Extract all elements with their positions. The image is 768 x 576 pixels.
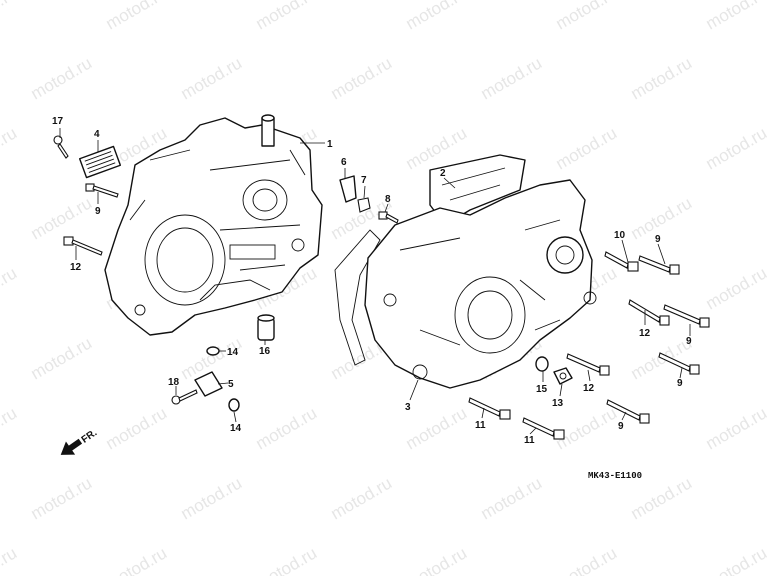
watermark-text: motod.ru [628, 53, 696, 103]
callout-4: 4 [94, 129, 100, 140]
left-crankcase [104, 114, 323, 336]
watermark-text: motod.ru [703, 543, 768, 576]
leader-lines [59, 128, 691, 435]
callout-8: 8 [385, 194, 391, 205]
callout-13: 13 [552, 398, 564, 409]
watermark-text: motod.ru [103, 0, 171, 33]
bolt-12-left [63, 236, 103, 256]
watermark-text: motod.ru [253, 543, 321, 576]
callout-12-right-2: 12 [583, 383, 595, 394]
callout-2: 2 [440, 168, 446, 179]
watermark-text: motod.ru [328, 473, 396, 523]
watermark-text: motod.ru [628, 193, 696, 243]
watermark-text: motod.ru [0, 263, 20, 313]
watermark-text: motod.ru [703, 403, 768, 453]
watermark-text: motod.ru [553, 403, 621, 453]
callout-7: 7 [361, 175, 367, 186]
front-label: FR. [80, 427, 100, 445]
plate-5 [194, 371, 223, 397]
drawing-code: MK43-E1100 [588, 471, 642, 481]
callout-16: 16 [259, 346, 271, 357]
bolt-8 [378, 211, 399, 224]
small-parts [53, 135, 710, 440]
callout-3: 3 [405, 402, 411, 413]
watermark-text: motod.ru [553, 0, 621, 33]
front-direction-indicator: FR. [60, 427, 100, 455]
callout-9-right-2: 9 [686, 336, 692, 347]
dowel-16 [257, 314, 275, 341]
right-crankcase [364, 179, 597, 389]
watermark-text: motod.ru [178, 473, 246, 523]
callout-9-right-1: 9 [655, 234, 661, 245]
watermark-text: motod.ru [0, 543, 20, 576]
watermark-text: motod.ru [553, 123, 621, 173]
callout-10: 10 [614, 230, 626, 241]
crankcase-gasket [334, 154, 526, 366]
watermark-text: motod.ru [403, 0, 471, 33]
watermark-text: motod.ru [703, 0, 768, 33]
callout-9-right-3: 9 [677, 378, 683, 389]
front-arrow-icon [60, 438, 83, 455]
watermark-text: motod.ru [0, 123, 20, 173]
clip-6 [339, 175, 357, 203]
callout-labels: 1 2 3 4 5 6 7 8 9 9 9 9 9 10 11 11 12 12… [52, 116, 692, 446]
watermark-text: motod.ru [0, 403, 20, 453]
bolt-18 [171, 389, 198, 405]
watermark-text: motod.ru [28, 53, 96, 103]
watermark-text: motod.ru [28, 333, 96, 383]
watermark-text: motod.ru [103, 543, 171, 576]
bolt-9-right-3 [658, 352, 700, 375]
callout-6: 6 [341, 157, 347, 168]
callout-9-right-4: 9 [618, 421, 624, 432]
bolt-12-right-2 [566, 353, 610, 376]
callout-17: 17 [52, 116, 64, 127]
watermark-text: motod.ru [403, 403, 471, 453]
bolt-9-left [85, 183, 119, 198]
watermark-text: motod.ru [28, 193, 96, 243]
bolt-9-right-1 [638, 255, 680, 275]
bolt-12-right-1 [628, 299, 670, 326]
callout-12-right-1: 12 [639, 328, 651, 339]
breather-plate [78, 145, 122, 179]
callout-11-b: 11 [524, 435, 535, 446]
nut-13 [553, 367, 573, 385]
watermark-text: motod.ru [328, 53, 396, 103]
watermark-text: motod.ru [103, 403, 171, 453]
callout-18: 18 [168, 377, 180, 388]
callout-15: 15 [536, 384, 548, 395]
clip-7 [357, 197, 371, 213]
bolt-11-a [468, 397, 511, 420]
watermark-text: motod.ru [478, 53, 546, 103]
watermark-text: motod.ru [478, 473, 546, 523]
bolt-9-right-2 [663, 304, 710, 328]
watermark-text: motod.ru [28, 473, 96, 523]
bolt-17 [53, 135, 69, 159]
washer-14-upper [206, 346, 220, 356]
watermark-text: motod.ru [703, 263, 768, 313]
bolt-9-right-4 [606, 399, 650, 424]
callout-12-left: 12 [70, 262, 82, 273]
watermark-text: motod.ru [703, 123, 768, 173]
watermark-text: motod.ru [253, 0, 321, 33]
watermark-text: motod.ru [253, 403, 321, 453]
watermark-text: motod.ru [178, 53, 246, 103]
bolt-10 [604, 251, 639, 272]
callout-1: 1 [327, 139, 333, 150]
watermark-text: motod.ru [403, 543, 471, 576]
watermark-text: motod.ru [0, 0, 20, 33]
callout-14-upper: 14 [227, 347, 239, 358]
callout-5: 5 [228, 379, 234, 390]
callout-9-left: 9 [95, 206, 101, 217]
bolt-11-b [522, 417, 565, 440]
washer-15 [535, 356, 549, 372]
washer-14-lower [228, 398, 240, 412]
callout-11-a: 11 [475, 420, 486, 431]
callout-14-lower: 14 [230, 423, 242, 434]
watermark-text: motod.ru [553, 543, 621, 576]
